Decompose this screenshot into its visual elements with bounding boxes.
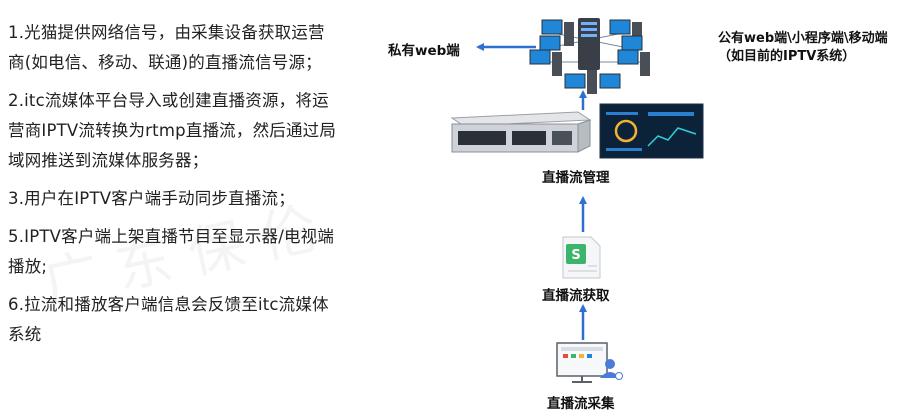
step-5: 5.IPTV客户端上架直播节目至显示器/电视端播放; <box>8 227 335 276</box>
step-2: 2.itc流媒体平台导入或创建直播资源，将运营商IPTV流转换为rtmp直播流，… <box>8 91 337 170</box>
svg-text:S: S <box>571 248 580 263</box>
step-1: 1.光猫提供网络信号，由采集设备获取运营商(如电信、移动、联通)的直播流信号源； <box>8 23 325 72</box>
label-stream-acquisition: 直播流获取 <box>542 288 610 304</box>
server-network-icon <box>529 18 650 94</box>
label-private-web: 私有web端 <box>388 43 460 59</box>
label-public-clients: 公有web端\小程序端\移动端（如目前的IPTV系统） <box>718 31 888 64</box>
step-3: 3.用户在IPTV客户端手动同步直播流； <box>8 189 295 208</box>
label-stream-capture: 直播流采集 <box>547 396 615 412</box>
label-stream-management: 直播流管理 <box>542 170 610 186</box>
rack-server-icon <box>450 111 592 153</box>
step-6: 6.拉流和播放客户端信息会反馈至itc流媒体系统 <box>8 295 329 344</box>
capture-device-user-icon <box>556 342 623 383</box>
step-list: 1.光猫提供网络信号，由采集设备获取运营商(如电信、移动、联通)的直播流信号源；… <box>8 18 338 358</box>
green-document-icon: S <box>562 236 601 279</box>
dashboard-monitor-icon <box>599 103 704 159</box>
